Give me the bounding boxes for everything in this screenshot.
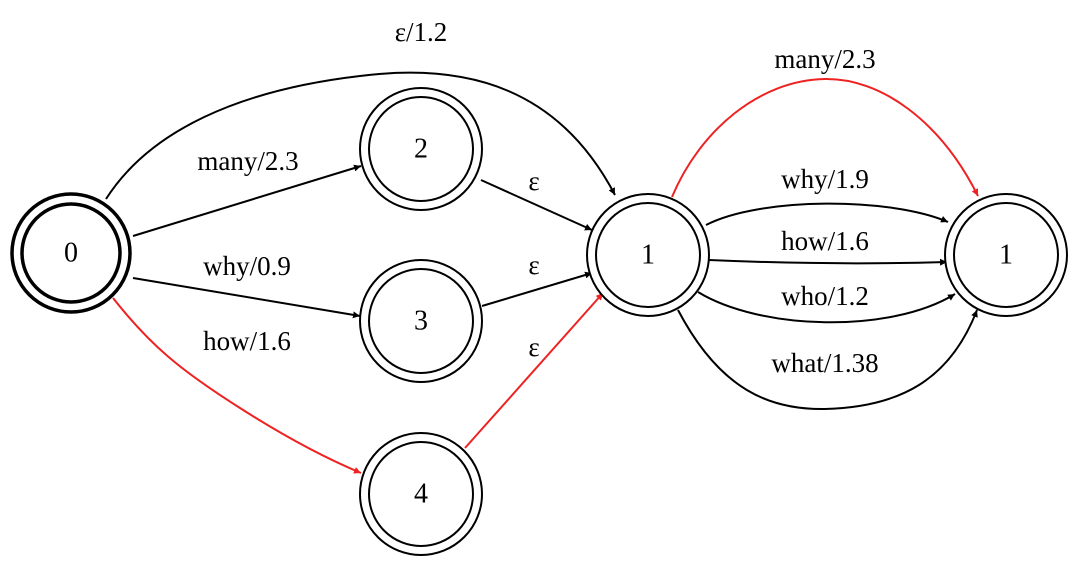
edge-label-1-to-1-what: what/1.38 bbox=[771, 348, 878, 378]
edge-0-to-4 bbox=[112, 297, 362, 474]
edge-label-4-to-1: ε bbox=[528, 332, 539, 362]
edge-label-3-to-1: ε bbox=[528, 250, 539, 280]
edge-label-1-to-1-who: who/1.2 bbox=[781, 281, 869, 311]
edge-label-1-to-1-why: why/1.9 bbox=[781, 164, 869, 194]
edge-0-to-2 bbox=[132, 164, 362, 237]
state-1-right: 1 bbox=[944, 193, 1068, 317]
state-0: 0 bbox=[10, 192, 132, 314]
edge-label-1-to-1-how: how/1.6 bbox=[781, 226, 869, 256]
state-3-label: 3 bbox=[414, 306, 428, 337]
edge-label-2-to-1: ε bbox=[528, 166, 539, 196]
edges: ε/1.2 many/2.3 why/0.9 how/1.6 ε ε ε man… bbox=[105, 17, 979, 474]
nodes: 0 2 3 4 1 1 bbox=[10, 87, 1068, 556]
edge-label-1-to-1-many: many/2.3 bbox=[774, 44, 875, 74]
edge-label-0-to-3: why/0.9 bbox=[203, 251, 291, 281]
edge-label-0-to-2: many/2.3 bbox=[197, 146, 298, 176]
edge-2-to-1 bbox=[480, 179, 593, 231]
state-0-label: 0 bbox=[64, 238, 78, 269]
edge-1-to-1-why bbox=[705, 202, 949, 226]
edge-label-0-to-1-epsilon: ε/1.2 bbox=[395, 17, 448, 47]
state-2-label: 2 bbox=[414, 134, 428, 165]
state-4-label: 4 bbox=[414, 479, 428, 510]
edge-1-to-1-how bbox=[708, 258, 948, 266]
edge-4-to-1 bbox=[464, 292, 604, 449]
state-3: 3 bbox=[359, 259, 483, 383]
edge-0-to-3 bbox=[132, 277, 361, 319]
state-1-middle: 1 bbox=[586, 193, 710, 317]
state-4: 4 bbox=[359, 432, 483, 556]
state-2: 2 bbox=[359, 87, 483, 211]
edge-1-to-1-what bbox=[677, 309, 978, 411]
edge-1-to-1-many bbox=[671, 77, 979, 198]
edge-0-to-1-epsilon bbox=[105, 71, 616, 200]
edge-3-to-1 bbox=[481, 271, 593, 307]
edge-label-0-to-4: how/1.6 bbox=[203, 326, 291, 356]
edge-1-to-1-who bbox=[697, 291, 956, 324]
state-1-middle-label: 1 bbox=[641, 240, 655, 271]
state-1-right-label: 1 bbox=[999, 240, 1013, 271]
